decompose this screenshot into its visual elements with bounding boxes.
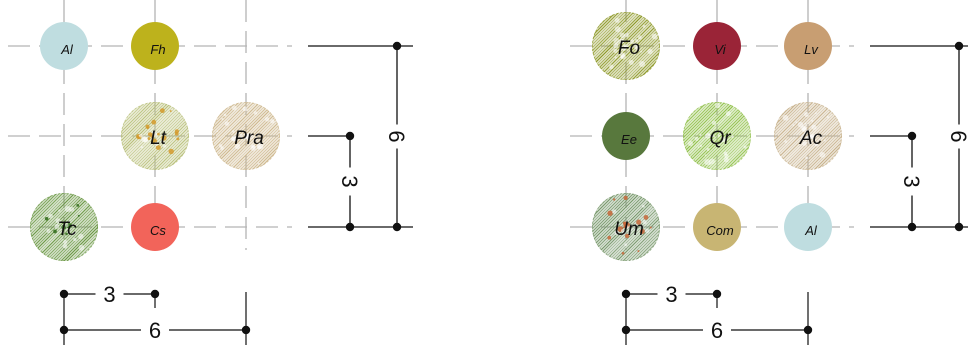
- plant-code-label: Pra: [234, 128, 264, 149]
- dimension-node: [345, 131, 355, 141]
- dimension-node: [392, 222, 402, 232]
- right-side-dim-small-label: 3: [899, 175, 924, 187]
- plant-code-label: Al: [60, 42, 74, 57]
- canopy-outline: [683, 102, 751, 170]
- dimension-node: [59, 289, 69, 299]
- plant-circle: [40, 22, 88, 70]
- plant-circle: [131, 203, 179, 251]
- plant-symbol-pra: Pra: [212, 102, 280, 170]
- plant-code-label: Al: [804, 223, 818, 238]
- canopy-outline: [121, 102, 189, 170]
- plant-symbol-cs: Cs: [131, 203, 179, 251]
- plant-symbol-ee: Ee: [602, 112, 650, 160]
- left-bottom-dim-small-label: 3: [103, 282, 115, 307]
- plant-code-label: Fh: [150, 42, 165, 57]
- canopy-outline: [592, 12, 660, 80]
- canopy-outline: [592, 193, 660, 261]
- left-side-dim-small-label: 3: [337, 175, 362, 187]
- plant-symbol-vi: Vi: [693, 22, 741, 70]
- plant-circle: [602, 112, 650, 160]
- plant-code-label: Vi: [714, 42, 726, 57]
- dimension-node: [345, 222, 355, 232]
- right-dimensions: 3 6 3 6: [621, 41, 971, 345]
- canopy-outline: [774, 102, 842, 170]
- dimension-node: [954, 41, 964, 51]
- dimension-node: [621, 325, 631, 335]
- plant-code-label: Lv: [804, 42, 819, 57]
- plant-circle: [693, 203, 741, 251]
- dimension-node: [803, 325, 813, 335]
- plant-code-label: Tc: [57, 219, 77, 240]
- plant-symbol-com: Com: [693, 203, 741, 251]
- plant-code-label: Qr: [709, 128, 731, 149]
- dimension-node: [241, 325, 251, 335]
- left-dimensions: 3 6 3 6: [59, 41, 413, 345]
- right-bottom-dim-small-label: 3: [665, 282, 677, 307]
- plant-code-label: Ac: [799, 128, 823, 149]
- right-side-dim-large-label: 6: [946, 130, 971, 142]
- dimension-node: [907, 131, 917, 141]
- dimension-node: [392, 41, 402, 51]
- plant-circle: [784, 203, 832, 251]
- left-bottom-dim-large-label: 6: [149, 318, 161, 343]
- plant-code-label: Com: [706, 223, 734, 238]
- dimension-node: [907, 222, 917, 232]
- canopy-outline: [212, 102, 280, 170]
- left-side-dim-large-label: 6: [384, 130, 409, 142]
- plant-circle: [131, 22, 179, 70]
- plant-symbol-al: Al: [40, 22, 88, 70]
- plant-symbol-lv: Lv: [784, 22, 832, 70]
- dimension-node: [954, 222, 964, 232]
- plant-code-label: Cs: [150, 223, 166, 238]
- plant-code-label: Ee: [621, 132, 637, 147]
- canopy-hatch: [212, 102, 280, 170]
- plant-circle: [693, 22, 741, 70]
- plant-code-label: Fo: [618, 38, 640, 59]
- plant-code-label: Um: [614, 219, 644, 240]
- plant-symbol-al: Al: [784, 203, 832, 251]
- dimension-node: [621, 289, 631, 299]
- plant-circle: [784, 22, 832, 70]
- plant-code-label: Lt: [150, 128, 167, 149]
- dimension-node: [59, 325, 69, 335]
- right-bottom-dim-large-label: 6: [711, 318, 723, 343]
- canopy-outline: [30, 193, 98, 261]
- plant-symbol-fh: Fh: [131, 22, 179, 70]
